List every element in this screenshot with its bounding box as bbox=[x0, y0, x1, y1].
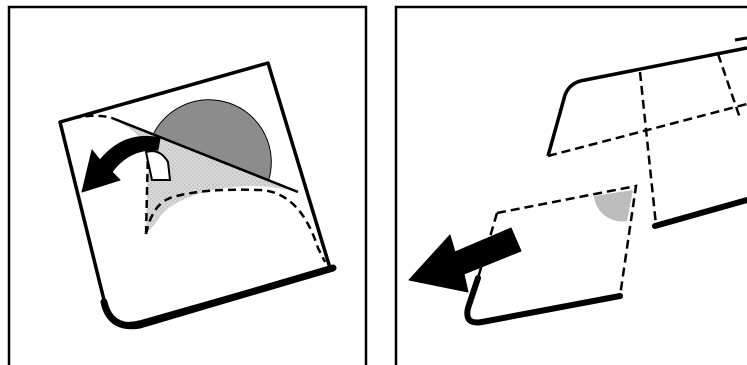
small-flap bbox=[144, 150, 172, 181]
fold-line bbox=[111, 116, 299, 194]
right-panel-frame bbox=[394, 5, 747, 365]
arrow-left-curved bbox=[81, 135, 161, 193]
back-sheet-bottom-edge bbox=[652, 197, 747, 229]
semicircle-mark bbox=[149, 99, 272, 183]
back-sheet-right-edge bbox=[734, 36, 747, 42]
left-panel-frame bbox=[7, 5, 368, 365]
back-sheet-dashed-v2 bbox=[716, 53, 742, 119]
front-sheet-outline bbox=[464, 275, 623, 326]
arrow-left-straight bbox=[408, 227, 522, 293]
back-sheet-dashed-v1 bbox=[638, 71, 658, 226]
left-dashed-outline bbox=[59, 114, 327, 263]
left-sheet-shadow bbox=[100, 264, 337, 330]
quarter-circle-mark bbox=[594, 190, 633, 222]
left-panel bbox=[7, 5, 368, 365]
back-sheet-outline bbox=[546, 46, 747, 157]
back-sheet-dashed-h bbox=[547, 102, 747, 158]
right-panel bbox=[394, 5, 747, 365]
